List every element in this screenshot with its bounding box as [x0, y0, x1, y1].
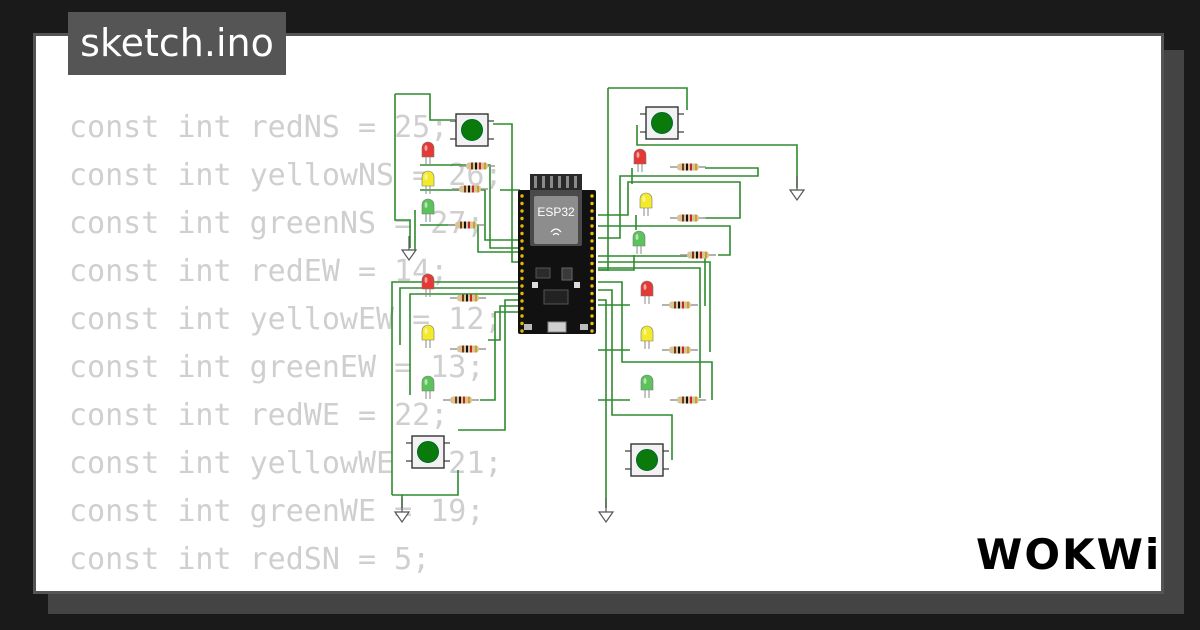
circuit-diagram: ESP32	[391, 87, 806, 524]
wokwi-logo: WOKWi	[976, 530, 1162, 579]
wire	[598, 225, 731, 256]
led-yellow	[421, 170, 435, 194]
resistor	[452, 185, 488, 193]
led-yellow	[640, 325, 654, 349]
wire	[598, 299, 607, 508]
wire	[395, 93, 455, 121]
code-line: const int greenWE = 19;	[69, 494, 485, 529]
resistor	[670, 214, 706, 222]
ground-icon	[393, 498, 411, 524]
wire	[480, 311, 520, 401]
resistor	[443, 396, 479, 404]
code-preview: const int redNS = 25; const int yellowNS …	[69, 104, 503, 591]
usb-port	[547, 321, 567, 333]
led-red	[640, 280, 654, 304]
led-yellow	[639, 192, 653, 216]
code-line: const int greenEW = 13;	[69, 350, 485, 385]
file-title-tab: sketch.ino	[68, 12, 286, 75]
resistor	[662, 346, 698, 354]
wire	[420, 164, 520, 249]
esp32-board: ESP32	[518, 174, 596, 334]
wire	[493, 123, 520, 263]
wire	[488, 305, 520, 341]
code-line: const int yellowSN = 17;	[69, 584, 502, 591]
code-line: const int yellowWE = 21;	[69, 446, 503, 481]
led-green	[421, 198, 435, 222]
led-red	[633, 148, 647, 172]
led-yellow	[421, 324, 435, 348]
code-line: const int redNS = 25;	[69, 110, 449, 145]
wire	[392, 494, 403, 508]
resistor	[670, 396, 706, 404]
wire	[598, 289, 673, 460]
code-line: const int greenNS = 27;	[69, 206, 485, 241]
wires	[391, 87, 798, 508]
wire	[391, 281, 520, 495]
esp32-label: ESP32	[537, 205, 575, 219]
ground-icon	[788, 176, 806, 202]
wire	[458, 299, 520, 431]
code-line: const int yellowNS = 26;	[69, 158, 503, 193]
wifi-icon	[550, 228, 562, 236]
wire	[598, 261, 711, 352]
ground-icon	[597, 498, 615, 524]
preview-card: const int redNS = 25; const int yellowNS …	[33, 33, 1164, 594]
pushbutton	[625, 443, 669, 477]
wire	[402, 470, 459, 496]
wire	[409, 293, 520, 395]
ground-icon	[400, 236, 418, 262]
resistor	[680, 251, 716, 259]
led-green	[632, 230, 646, 254]
wire	[598, 281, 713, 400]
wire	[420, 189, 520, 241]
code-line: const int redSN = 5;	[69, 542, 431, 577]
wire	[598, 255, 706, 306]
components: ESP32	[393, 106, 806, 524]
wire	[399, 287, 520, 345]
code-line: const int redEW = 14;	[69, 254, 449, 289]
pushbutton	[450, 113, 494, 147]
pushbutton	[640, 106, 684, 140]
resistor	[459, 162, 495, 170]
wire	[598, 167, 759, 239]
led-red	[421, 141, 435, 165]
wire	[598, 267, 701, 398]
resistor	[448, 221, 484, 229]
wire	[394, 94, 411, 248]
wire	[636, 125, 798, 188]
resistor	[450, 345, 486, 353]
led-green	[640, 374, 654, 398]
wire	[598, 88, 609, 271]
wire	[608, 87, 688, 110]
code-line: const int redWE = 22;	[69, 398, 449, 433]
wire	[598, 255, 635, 271]
resistor	[670, 163, 706, 171]
led-red	[421, 273, 435, 297]
resistor	[662, 301, 698, 309]
pushbutton	[406, 435, 450, 469]
wire	[598, 181, 741, 219]
resistor	[450, 294, 486, 302]
led-green	[421, 375, 435, 399]
